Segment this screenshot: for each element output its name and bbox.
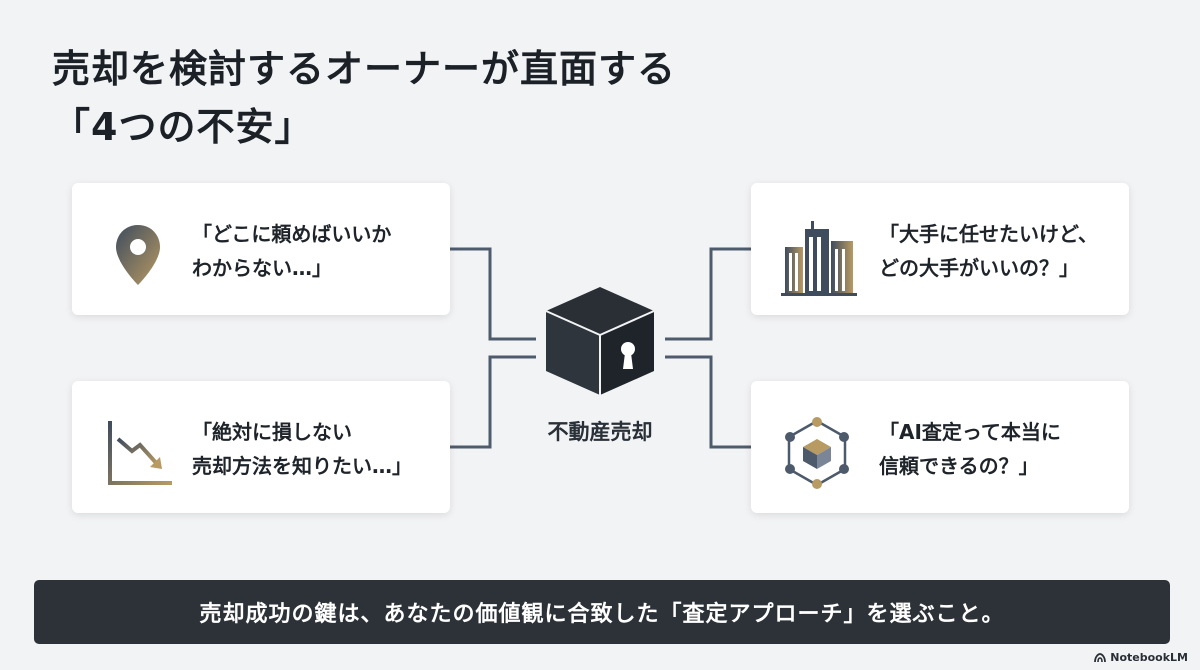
map-pin-icon — [102, 219, 174, 291]
locked-box-icon — [542, 283, 658, 399]
brand-watermark: NotebookLM — [1094, 651, 1188, 664]
key-message-banner: 売却成功の鍵は、あなたの価値観に合致した「査定アプローチ」を選ぶこと。 — [34, 580, 1170, 644]
office-building-icon — [781, 219, 857, 296]
concern-text: 「AI査定って本当に 信頼できるの？」 — [879, 415, 1117, 483]
page-title: 売却を検討するオーナーが直面する 「4つの不安」 — [52, 40, 676, 156]
connector-top-left — [450, 247, 536, 341]
concern-text-line1: 「AI査定って本当に — [879, 420, 1061, 444]
notebooklm-logo-icon — [1094, 652, 1107, 662]
falling-chart-icon — [102, 417, 174, 489]
concern-text: 「どこに頼めばいいか わからない…」 — [192, 217, 438, 285]
concern-card-ai-appraisal: 「AI査定って本当に 信頼できるの？」 — [751, 381, 1129, 513]
concern-card-avoid-loss: 「絶対に損しない 売却方法を知りたい…」 — [72, 381, 450, 513]
concern-text-line1: 「絶対に損しない — [192, 420, 352, 444]
connector-bottom-right — [665, 355, 751, 449]
brand-name: NotebookLM — [1110, 651, 1188, 664]
concern-text: 「大手に任せたいけど、 どの大手がいいの？」 — [879, 217, 1117, 285]
key-message-text: 売却成功の鍵は、あなたの価値観に合致した「査定アプローチ」を選ぶこと。 — [199, 602, 1005, 627]
concern-card-where-to-ask: 「どこに頼めばいいか わからない…」 — [72, 183, 450, 315]
connector-top-right — [665, 247, 751, 341]
page-title-line1: 売却を検討するオーナーが直面する — [52, 47, 677, 91]
concern-text: 「絶対に損しない 売却方法を知りたい…」 — [192, 415, 438, 483]
ai-network-cube-icon — [781, 417, 853, 489]
page-title-line2: 「4つの不安」 — [52, 105, 314, 149]
concern-text-line1: 「大手に任せたいけど、 — [879, 222, 1098, 246]
concern-text-line2: わからない…」 — [192, 256, 332, 280]
concern-text-line2: どの大手がいいの？」 — [879, 256, 1079, 280]
concern-text-line1: 「どこに頼めばいいか — [192, 222, 392, 246]
concern-text-line2: 売却方法を知りたい…」 — [192, 454, 412, 478]
connector-bottom-left — [450, 355, 536, 449]
concern-text-line2: 信頼できるの？」 — [879, 454, 1039, 478]
concern-card-major-company: 「大手に任せたいけど、 どの大手がいいの？」 — [751, 183, 1129, 315]
center-label: 不動産売却 — [547, 420, 653, 444]
